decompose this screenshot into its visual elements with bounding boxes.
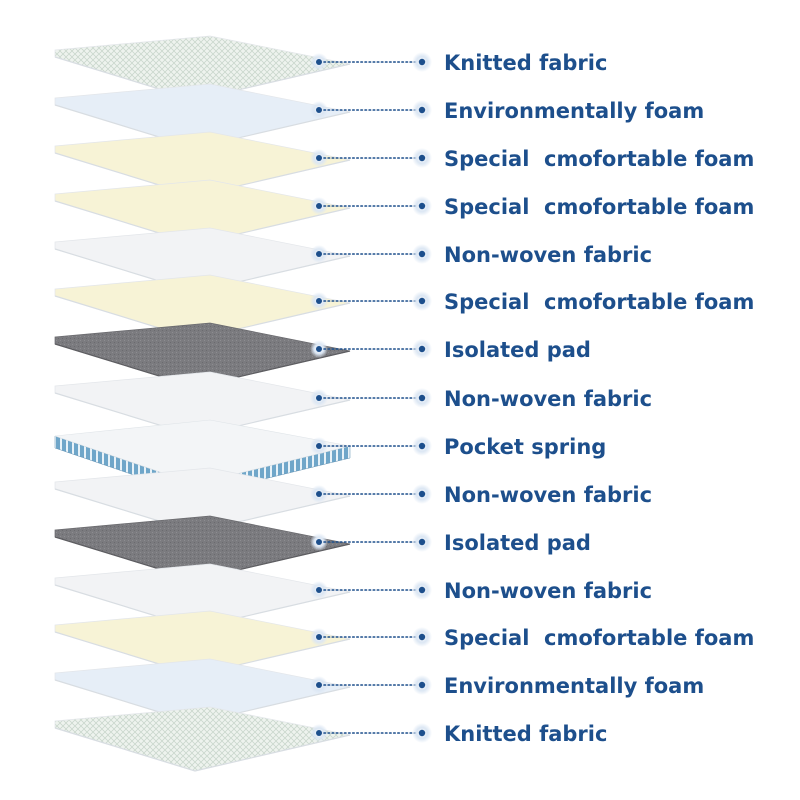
callout-8: Non-woven fabric <box>310 387 652 411</box>
callout-start-dot <box>316 395 322 401</box>
layer-face <box>54 706 351 772</box>
callout-start-dot <box>316 587 322 593</box>
callout-5: Non-woven fabric <box>310 243 652 267</box>
callout-end-dot <box>418 394 426 402</box>
callout-6: Special cmofortable foam <box>310 290 754 314</box>
layer-label: Knitted fabric <box>444 51 607 75</box>
callout-end-dot <box>418 297 426 305</box>
callout-15: Knitted fabric <box>310 722 607 746</box>
callout-4: Special cmofortable foam <box>310 195 754 219</box>
callout-end-dot <box>418 490 426 498</box>
callout-start-dot <box>316 346 322 352</box>
layer-label: Isolated pad <box>444 338 591 362</box>
layer-label: Non-woven fabric <box>444 483 652 507</box>
callout-end-dot <box>418 345 426 353</box>
callout-start-dot <box>316 491 322 497</box>
callout-end-dot <box>418 586 426 594</box>
layer-label: Environmentally foam <box>444 99 704 123</box>
layer-label: Environmentally foam <box>444 674 704 698</box>
callout-start-dot <box>316 730 322 736</box>
callout-3: Special cmofortable foam <box>310 147 754 171</box>
layer-label: Special cmofortable foam <box>444 195 754 219</box>
callout-end-dot <box>418 681 426 689</box>
callout-start-dot <box>316 539 322 545</box>
callout-2: Environmentally foam <box>310 99 704 123</box>
callout-13: Special cmofortable foam <box>310 626 754 650</box>
callout-end-dot <box>418 250 426 258</box>
callout-11: Isolated pad <box>310 531 591 555</box>
layer-stack <box>54 35 351 772</box>
callout-start-dot <box>316 682 322 688</box>
layer-edge <box>54 727 351 772</box>
callout-end-dot <box>418 538 426 546</box>
callout-start-dot <box>316 203 322 209</box>
callout-end-dot <box>418 58 426 66</box>
layer-label: Special cmofortable foam <box>444 290 754 314</box>
layer-label: Knitted fabric <box>444 722 607 746</box>
callout-end-dot <box>418 633 426 641</box>
callout-start-dot <box>316 155 322 161</box>
callout-1: Knitted fabric <box>310 51 607 75</box>
layer-label: Pocket spring <box>444 435 606 459</box>
callout-14: Environmentally foam <box>310 674 704 698</box>
callout-10: Non-woven fabric <box>310 483 652 507</box>
layer-label: Special cmofortable foam <box>444 147 754 171</box>
callout-end-dot <box>418 202 426 210</box>
layer-label: Non-woven fabric <box>444 243 652 267</box>
callout-7: Isolated pad <box>310 338 591 362</box>
callout-end-dot <box>418 729 426 737</box>
callout-start-dot <box>316 251 322 257</box>
callout-end-dot <box>418 106 426 114</box>
callout-start-dot <box>316 59 322 65</box>
callout-9: Pocket spring <box>310 435 606 459</box>
callout-start-dot <box>316 298 322 304</box>
callout-end-dot <box>418 442 426 450</box>
callout-12: Non-woven fabric <box>310 579 652 603</box>
layer-knitted <box>54 706 351 772</box>
callout-start-dot <box>316 107 322 113</box>
layer-label: Non-woven fabric <box>444 387 652 411</box>
callout-end-dot <box>418 154 426 162</box>
layer-label: Isolated pad <box>444 531 591 555</box>
callout-start-dot <box>316 443 322 449</box>
callout-start-dot <box>316 634 322 640</box>
layer-label: Special cmofortable foam <box>444 626 754 650</box>
layer-label: Non-woven fabric <box>444 579 652 603</box>
